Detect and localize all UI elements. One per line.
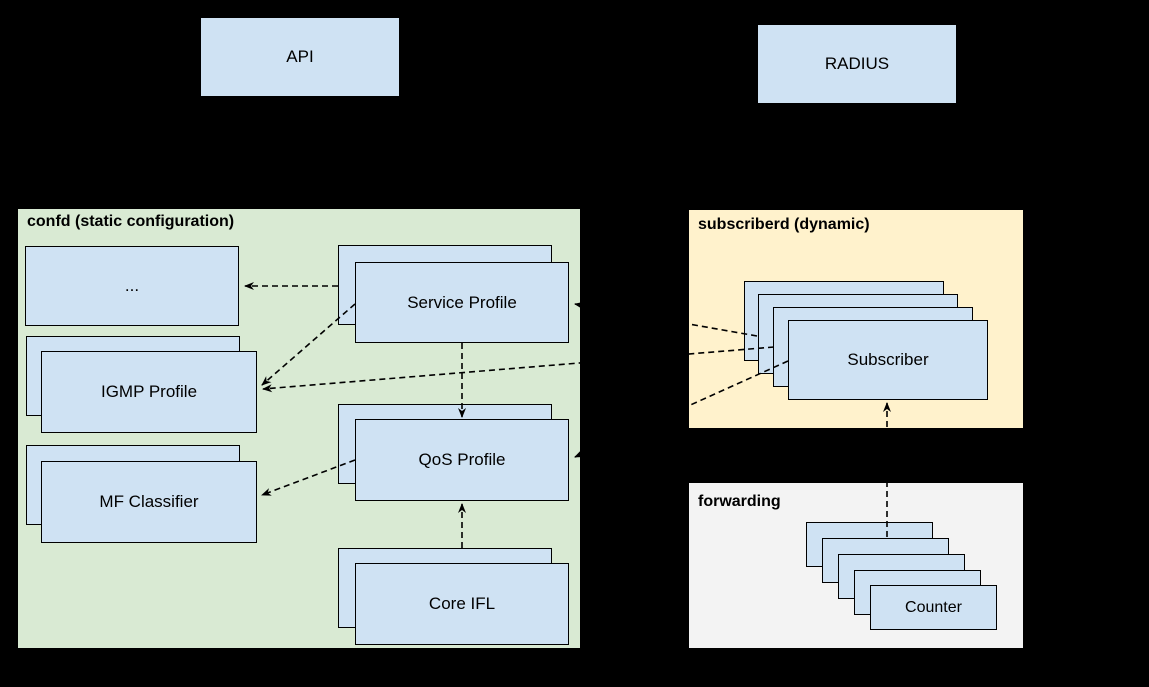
- subscriberd-title: subscriberd (dynamic): [698, 216, 870, 233]
- service-profile-node: Service Profile: [355, 262, 569, 343]
- mf-classifier-label: MF Classifier: [99, 492, 199, 511]
- qos-profile-label: QoS Profile: [418, 450, 506, 469]
- radius-node: RADIUS: [757, 24, 957, 104]
- dots-node: ...: [25, 246, 239, 326]
- core-ifl-label: Core IFL: [428, 594, 496, 613]
- core-ifl-node: Core IFL: [355, 563, 569, 645]
- api-label: API: [286, 47, 314, 66]
- forwarding-title: forwarding: [698, 493, 781, 510]
- subscriber-node: Subscriber: [788, 320, 988, 400]
- qos-profile-node: QoS Profile: [355, 419, 569, 501]
- radius-label: RADIUS: [824, 54, 890, 73]
- counter-node: Counter: [870, 585, 997, 630]
- igmp-node: IGMP Profile: [41, 351, 257, 433]
- mf-classifier-node: MF Classifier: [41, 461, 257, 543]
- api-node: API: [200, 17, 400, 97]
- confd-title: confd (static configuration): [27, 213, 235, 230]
- igmp-label: IGMP Profile: [100, 382, 198, 401]
- dots-label: ...: [124, 276, 140, 295]
- service-profile-label: Service Profile: [407, 292, 517, 312]
- counter-label: Counter: [905, 598, 962, 616]
- subscriber-label: Subscriber: [847, 350, 929, 369]
